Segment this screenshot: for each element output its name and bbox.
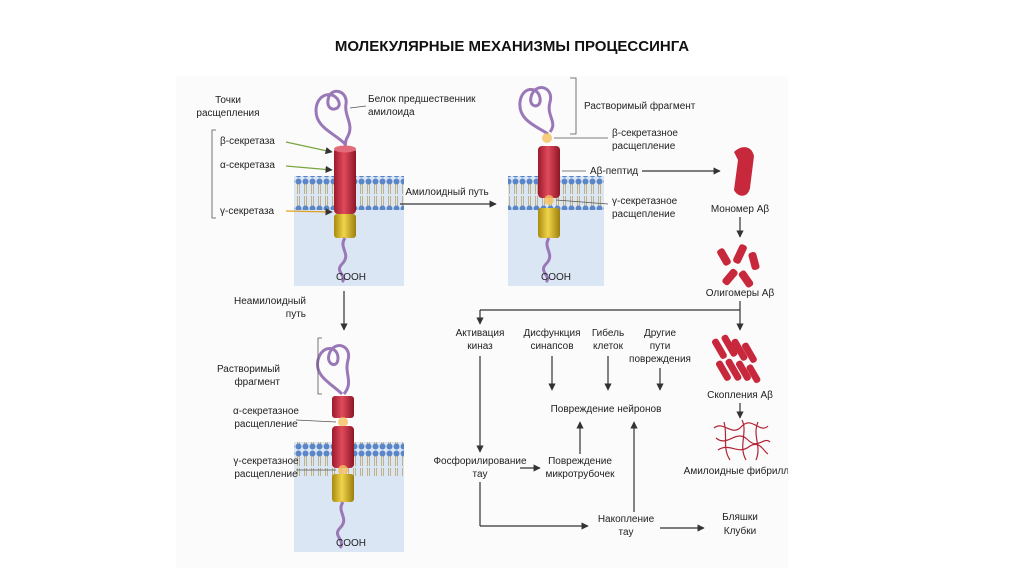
nonamyloid-label-2: путь: [286, 309, 306, 320]
gamma-cleavage2-label-2: расщепление: [234, 469, 298, 480]
yellow-cylinder-3: [332, 474, 354, 502]
gamma-pointer: [285, 208, 333, 216]
diagram-svg: COOH Точки расщепления β-секретаза α-сек…: [196, 77, 788, 552]
gamma-cleavage-label-2: расщепление: [612, 209, 676, 220]
c-tail-3: [335, 501, 346, 549]
soluble-chain: [518, 86, 555, 136]
bracket: [211, 129, 216, 219]
cleavage-glow-beta: [542, 133, 552, 143]
cooh-label: COOH: [336, 272, 366, 283]
oligomers-label: Олигомеры Aβ: [706, 288, 775, 299]
red-cylinder-3b: [332, 426, 354, 468]
alpha-cleavage2-label-1: α-секретазное: [233, 406, 299, 417]
fibrils-shape: [713, 419, 771, 461]
panel-amyloid: COOH Растворимый фрагмент β-секретазное …: [508, 77, 721, 286]
clusters-shape: [712, 334, 761, 384]
cleavage-points-label-2: расщепления: [196, 108, 259, 119]
red-cylinder-2: [538, 146, 560, 198]
beta-pointer: [285, 141, 333, 155]
gamma-cleavage-pointer: [555, 199, 609, 205]
beta-cleavage-label-2: расщепление: [612, 141, 676, 152]
monomer-shape: [734, 147, 754, 196]
flow-network: Активация киназ Дисфункция синапсов Гибе…: [433, 309, 740, 538]
gamma-secretase-label: γ-секретаза: [220, 206, 275, 217]
synapse-label-2: синапсов: [530, 341, 573, 352]
c-tail: [337, 237, 348, 284]
protein-chain: [314, 89, 352, 149]
app-label-2: амилоида: [368, 107, 415, 118]
soluble-chain-3: [315, 344, 351, 396]
beta-cleavage-label-1: β-секретазное: [612, 128, 678, 139]
yellow-cylinder-2: [538, 208, 560, 238]
other-paths-label-3: повреждения: [629, 354, 691, 365]
alpha-cleavage2-label-2: расщепление: [234, 419, 298, 430]
fibrils-label: Амилоидные фибриллы: [684, 465, 788, 477]
panel-nonamyloid: COOH Растворимый фрагмент α-секретазное …: [217, 337, 404, 552]
red-cylinder: [334, 148, 356, 214]
cleavage-glow-gamma-3: [338, 465, 348, 475]
neuron-damage-label: Повреждение нейронов: [551, 404, 662, 415]
cooh-label-2: COOH: [541, 272, 571, 283]
cell-death-label-1: Гибель: [592, 327, 624, 339]
processing-diagram: COOH Точки расщепления β-секретаза α-сек…: [176, 76, 788, 568]
aggregation-column: Мономер Aβ Олигомеры Aβ Скопления Aβ: [684, 147, 788, 537]
other-paths-label-1: Другие: [644, 328, 676, 339]
kinase-label-1: Активация: [456, 328, 505, 339]
cleavage-glow-gamma: [544, 195, 554, 205]
app-pointer: [349, 105, 367, 109]
soluble-fragment-label: Растворимый фрагмент: [584, 100, 696, 112]
soluble-bracket: [570, 77, 577, 135]
tau-phos-label-1: Фосфорилирование: [433, 455, 527, 467]
tau-accum-label-1: Накопление: [598, 514, 655, 525]
soluble-fragment2-label-1: Растворимый: [217, 364, 280, 375]
c-tail-2: [541, 237, 552, 284]
synapse-label-1: Дисфункция: [523, 327, 580, 339]
alpha-secretase-label: α-секретаза: [220, 160, 275, 171]
beta-secretase-label: β-секретаза: [220, 136, 275, 147]
soluble-fragment2-label-2: фрагмент: [234, 376, 280, 388]
cooh-label-3: COOH: [336, 538, 366, 549]
panel-app: COOH Точки расщепления β-секретаза α-сек…: [196, 89, 476, 286]
nonamyloid-label-1: Неамилоидный: [234, 296, 306, 307]
gamma-cleavage-label-1: γ-секретазное: [612, 196, 678, 207]
cleavage-glow-alpha: [338, 417, 348, 427]
plaques-label-2: Клубки: [724, 525, 756, 537]
tau-accum-label-2: тау: [619, 527, 634, 538]
microtubule-label-2: микротрубочек: [545, 468, 615, 480]
abeta-peptide-label: Aβ-пептид: [590, 166, 638, 177]
monomer-label: Мономер Aβ: [711, 204, 770, 215]
yellow-cylinder: [334, 214, 356, 238]
plaques-label-1: Бляшки: [722, 512, 758, 523]
kinase-label-2: киназ: [467, 341, 493, 352]
soluble-bracket-3: [317, 337, 322, 395]
alpha-cleavage2-pointer: [295, 419, 337, 423]
slide-title: МОЛЕКУЛЯРНЫЕ МЕХАНИЗМЫ ПРОЦЕССИНГА: [334, 38, 690, 55]
oligomers-shape: [717, 244, 760, 288]
microtubule-label-1: Повреждение: [548, 456, 612, 467]
red-cylinder-3a: [332, 396, 354, 418]
alpha-pointer: [285, 165, 333, 174]
red-cylinder-top: [334, 145, 356, 153]
cleavage-points-label-1: Точки: [215, 95, 241, 106]
app-label-1: Белок предшественник: [368, 94, 476, 105]
clusters-label: Скопления Aβ: [707, 390, 773, 401]
cell-death-label-2: клеток: [593, 341, 624, 352]
gamma-cleavage2-label-1: γ-секретазное: [233, 456, 299, 467]
other-paths-label-2: пути: [650, 341, 671, 352]
amyloid-path-label: Амилоидный путь: [405, 187, 488, 198]
tau-phos-label-2: тау: [473, 469, 488, 480]
